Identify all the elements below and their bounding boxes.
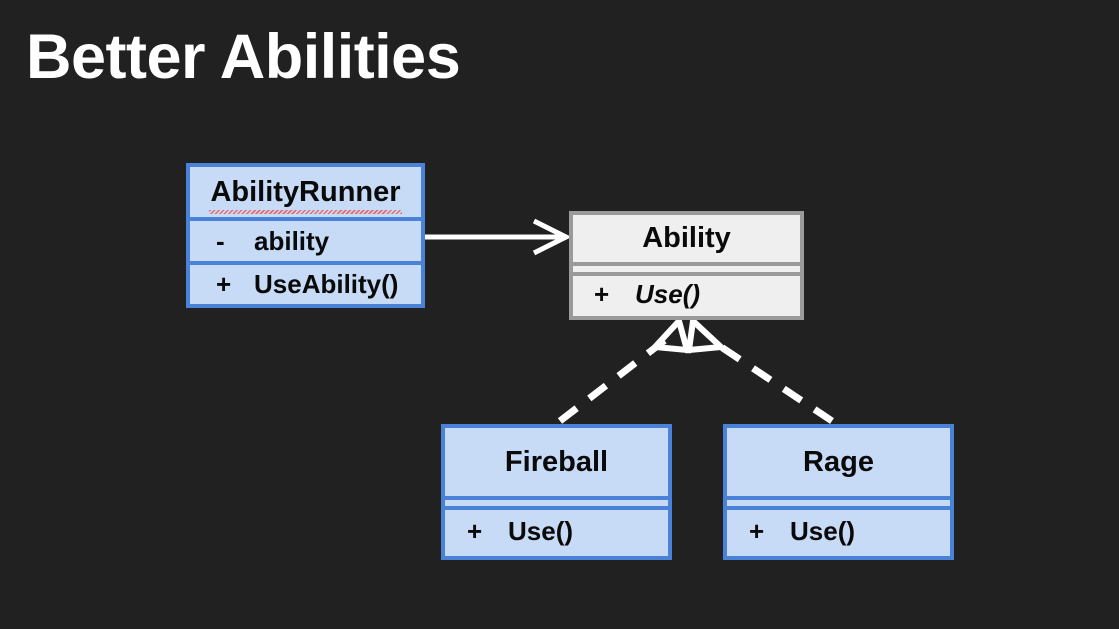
class-attributes-compartment <box>727 496 950 506</box>
hollow-triangle-arrowhead-icon <box>685 314 728 354</box>
operation-signature: Use() <box>508 515 574 546</box>
visibility-marker: + <box>749 515 765 546</box>
hollow-triangle-arrowhead-icon <box>648 314 692 354</box>
visibility-marker: + <box>216 269 232 299</box>
class-name-label: Ability <box>642 222 731 254</box>
operation-row: + Use() <box>573 279 700 310</box>
class-name-compartment: Ability <box>573 215 800 262</box>
operation-signature: Use() <box>635 278 701 309</box>
operation-row: + UseAbility() <box>190 269 398 300</box>
class-operations-compartment: + Use() <box>573 272 800 312</box>
uml-class-rage[interactable]: Rage + Use() <box>723 424 954 560</box>
connector-rage-to-ability <box>685 314 834 424</box>
class-attributes-compartment: -ability <box>190 217 421 261</box>
class-attributes-compartment <box>573 262 800 272</box>
class-attributes-compartment <box>445 496 668 506</box>
uml-class-abilityrunner[interactable]: AbilityRunner -ability + UseAbility() <box>186 163 425 308</box>
class-name-label: Fireball <box>504 445 609 478</box>
attribute-row: -ability <box>190 226 329 257</box>
operation-row: + Use() <box>445 516 573 547</box>
connector-fireball-to-ability <box>557 314 692 424</box>
uml-class-ability[interactable]: Ability + Use() <box>569 211 804 320</box>
uml-class-fireball[interactable]: Fireball + Use() <box>441 424 672 560</box>
class-name-compartment: AbilityRunner <box>190 167 421 217</box>
class-operations-compartment: + UseAbility() <box>190 261 421 304</box>
visibility-marker: + <box>594 278 610 309</box>
operation-signature: UseAbility() <box>254 269 399 299</box>
class-name-compartment: Fireball <box>445 428 668 496</box>
attribute-signature: ability <box>254 225 330 256</box>
operation-signature: Use() <box>790 515 856 546</box>
page-title: Better Abilities <box>26 22 461 92</box>
visibility-marker: + <box>467 515 483 546</box>
open-arrowhead-icon <box>532 218 572 256</box>
class-operations-compartment: + Use() <box>727 506 950 552</box>
class-name-label: Rage <box>803 445 874 478</box>
visibility-marker: - <box>216 225 225 256</box>
operation-row: + Use() <box>727 516 855 547</box>
class-name-label: AbilityRunner <box>209 175 402 214</box>
class-operations-compartment: + Use() <box>445 506 668 552</box>
connector-abilityrunner-to-ability <box>425 218 572 256</box>
class-name-compartment: Rage <box>727 428 950 496</box>
